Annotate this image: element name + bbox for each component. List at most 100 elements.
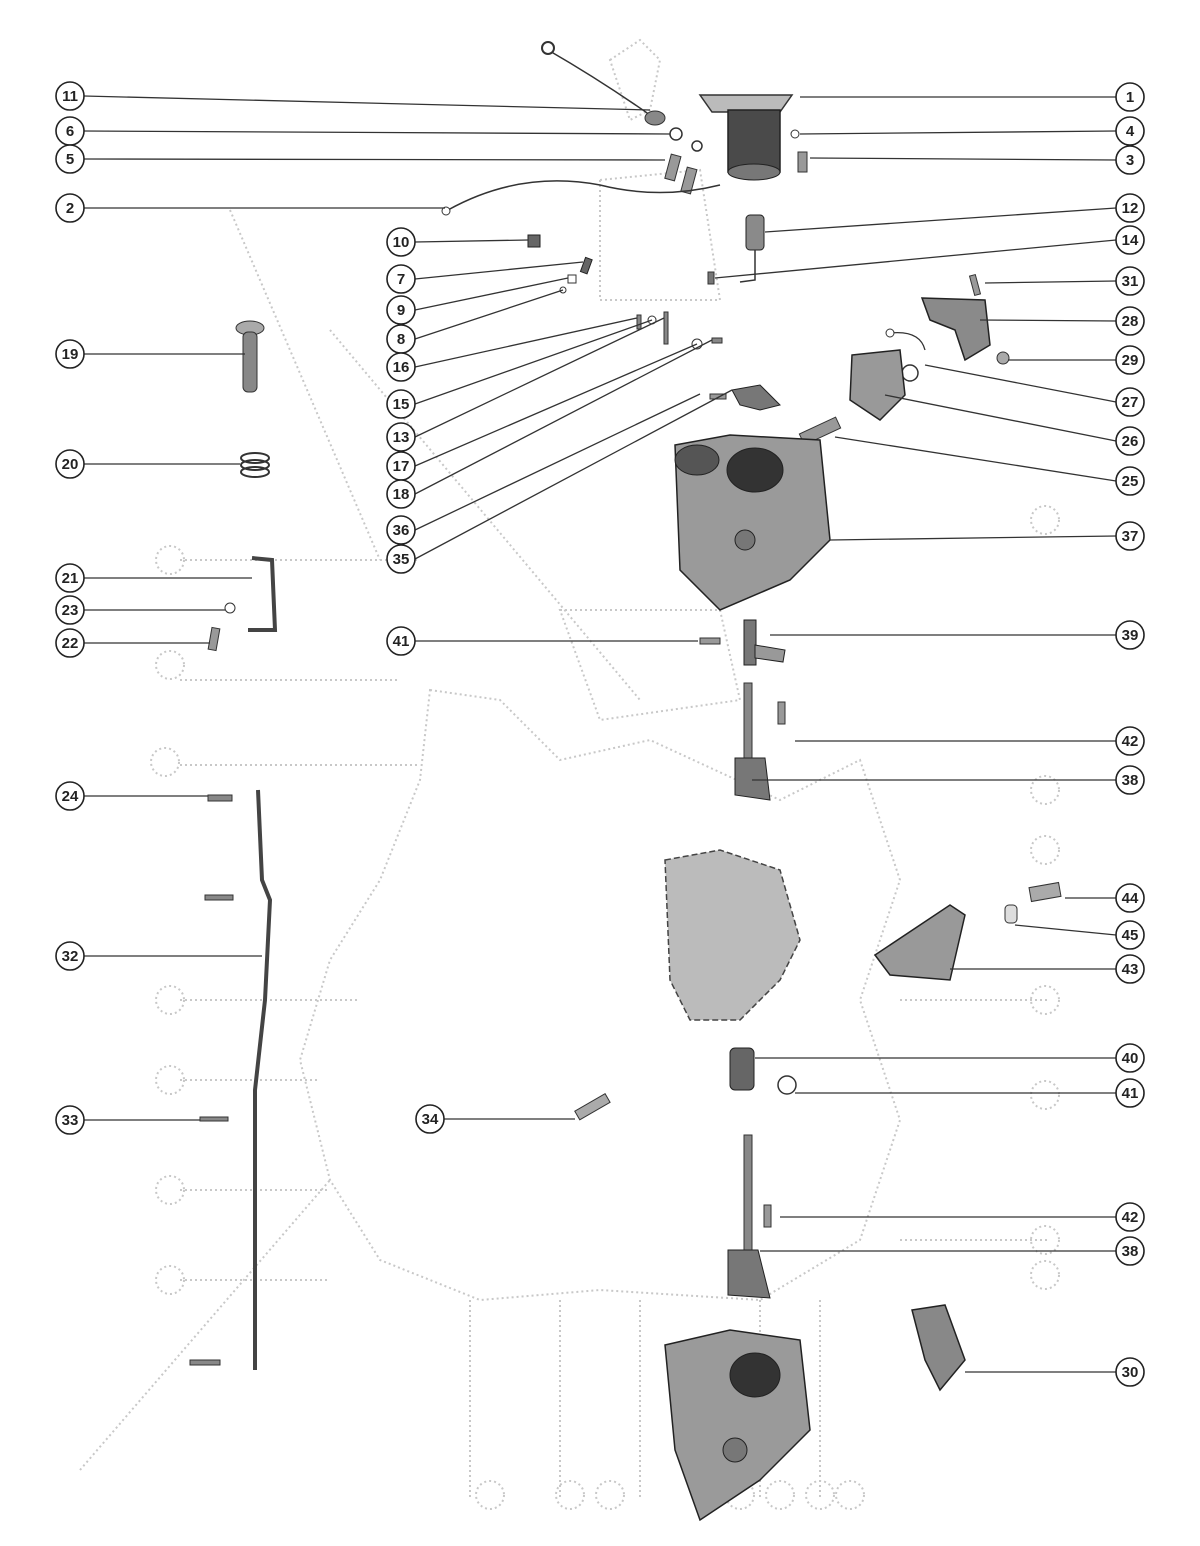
callout-circle [1115, 1078, 1145, 1108]
callout-number: 34 [422, 1111, 439, 1128]
callout-21: 21 [55, 563, 85, 593]
leader-line [414, 393, 701, 531]
callout-37: 37 [1115, 521, 1145, 551]
callout-circle [1115, 1202, 1145, 1232]
callout-35: 35 [386, 544, 416, 574]
set-screw [777, 701, 786, 725]
callout-number: 30 [1122, 1364, 1139, 1381]
bracket-screw [968, 273, 982, 297]
callout-number: 6 [66, 123, 74, 140]
leader-line [984, 280, 1117, 284]
link-screw [207, 626, 221, 652]
tension-spring [574, 1092, 611, 1121]
callout-circle [55, 941, 85, 971]
lower-carburetor [664, 1329, 811, 1522]
ignition-coil [698, 94, 794, 181]
leader-line [414, 261, 584, 280]
callout-41: 41 [386, 626, 416, 656]
callout-circle [55, 781, 85, 811]
nut [567, 274, 577, 284]
leader-line [414, 389, 733, 560]
choke-plate [849, 349, 906, 421]
callout-circle [415, 1104, 445, 1134]
callout-number: 42 [1122, 1209, 1139, 1226]
callout-11: 11 [55, 81, 85, 111]
callout-number: 19 [62, 346, 79, 363]
throttle-shaft-lower [727, 1134, 771, 1299]
leader-line [414, 339, 713, 495]
callout-circle [1115, 82, 1145, 112]
leader-line [884, 394, 1117, 442]
callout-17: 17 [386, 451, 416, 481]
callout-circle [55, 144, 85, 174]
coil-screw-3 [797, 151, 808, 173]
callout-34: 34 [415, 1104, 445, 1134]
callout-6: 6 [55, 116, 85, 146]
callout-circle [386, 515, 416, 545]
leader-line [799, 130, 1117, 135]
callout-number: 39 [1122, 627, 1139, 644]
callout-number: 38 [1122, 1243, 1139, 1260]
callout-number: 22 [62, 635, 79, 652]
callout-circle [1115, 726, 1145, 756]
callout-circle [1115, 1236, 1145, 1266]
leader-line [83, 95, 651, 111]
callout-number: 43 [1122, 961, 1139, 978]
callout-circle [55, 563, 85, 593]
ghost-engine-outline [79, 38, 1060, 1510]
callout-36: 36 [386, 515, 416, 545]
callout-1: 1 [1115, 82, 1145, 112]
fuel-elbow [873, 904, 966, 981]
leader-line [83, 158, 666, 161]
elbow-screw [1028, 881, 1062, 903]
callout-15: 15 [386, 389, 416, 419]
callout-number: 27 [1122, 394, 1139, 411]
callout-number: 36 [393, 522, 410, 539]
callout-number: 13 [393, 429, 410, 446]
callout-circle [1115, 426, 1145, 456]
callout-circle [1115, 145, 1145, 175]
callout-circle [1115, 345, 1145, 375]
callout-number: 12 [1122, 200, 1139, 217]
callout-circle [1115, 466, 1145, 496]
callout-41: 41 [1115, 1078, 1145, 1108]
link-rod [253, 789, 273, 1370]
callout-number: 10 [393, 234, 410, 251]
callout-number: 31 [1122, 273, 1139, 290]
callout-circle [386, 479, 416, 509]
leader-line [414, 317, 665, 438]
callout-circle [1115, 620, 1145, 650]
callout-27: 27 [1115, 387, 1145, 417]
callout-20: 20 [55, 449, 85, 479]
carburetor [674, 434, 831, 611]
lead-wire [447, 180, 721, 211]
callout-5: 5 [55, 144, 85, 174]
callout-33: 33 [55, 1105, 85, 1135]
callout-number: 42 [1122, 733, 1139, 750]
callout-number: 18 [393, 486, 410, 503]
callout-number: 16 [393, 359, 410, 376]
choke-spring [889, 331, 926, 351]
callout-number: 37 [1122, 528, 1139, 545]
callout-23: 23 [55, 595, 85, 625]
coil-screw-2 [680, 166, 698, 195]
callout-circle [55, 81, 85, 111]
callout-circle [386, 422, 416, 452]
callout-number: 45 [1122, 927, 1139, 944]
callout-circle [386, 626, 416, 656]
callout-number: 21 [62, 570, 79, 587]
callout-12: 12 [1115, 193, 1145, 223]
leader-line [829, 535, 1117, 541]
callout-22: 22 [55, 628, 85, 658]
leader-line [809, 157, 1117, 161]
throttle-shaft [734, 682, 771, 801]
callout-circle [1115, 387, 1145, 417]
callout-number: 2 [66, 200, 74, 217]
sleeve [729, 1047, 755, 1091]
callout-29: 29 [1115, 345, 1145, 375]
callout-circle [386, 227, 416, 257]
callout-42: 42 [1115, 726, 1145, 756]
callout-number: 9 [397, 302, 405, 319]
leader-line [83, 130, 671, 135]
